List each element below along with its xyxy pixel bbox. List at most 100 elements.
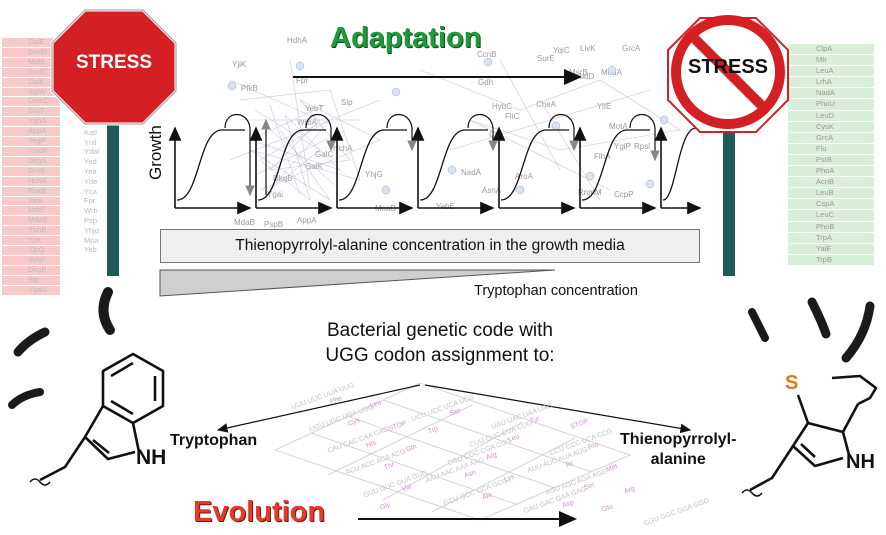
protein-label: LeuC <box>788 210 874 221</box>
no-symbol-icon <box>671 15 785 129</box>
network-nodes <box>227 57 669 195</box>
protein-label: PoxB <box>2 186 60 196</box>
protein-label: YegP <box>2 136 60 146</box>
network-node-label: LivK <box>580 44 596 53</box>
tryptophan-structure <box>29 352 165 486</box>
media-concentration-box: Thienopyrrolyl-alanine concentration in … <box>160 229 700 263</box>
sulfur-atom-label: S <box>785 372 799 394</box>
protein-label: Moa <box>84 235 99 245</box>
codon-cell: Asn <box>463 469 477 480</box>
caption-line-1: Bacterial genetic code with <box>326 320 553 341</box>
growth-axes <box>168 126 702 215</box>
network-node-label: AroA <box>515 172 533 181</box>
codon-cell: Trp <box>427 425 440 436</box>
network-node-label: YgiP <box>614 142 631 151</box>
network-lines <box>229 59 681 201</box>
genetic-code-caption: Bacterial genetic code with UGG codon as… <box>250 318 630 368</box>
transfer-arrows <box>224 113 660 197</box>
codon-cell: Ile <box>565 459 575 470</box>
protein-label: Katl <box>84 127 97 137</box>
protein-label: MdtF <box>2 206 60 216</box>
network-node-label: HybC <box>492 102 513 111</box>
protein-label: CspA <box>788 199 874 210</box>
protein-label: PhoA <box>788 166 874 177</box>
protein-label: GrxB <box>2 166 60 176</box>
codon-cell: UGU UGC UGA UGG <box>308 403 375 434</box>
evolution-title: Evolution <box>193 496 326 528</box>
thieno-line-2: alanine <box>650 451 706 468</box>
protein-label: CysK <box>788 121 874 132</box>
protein-label: Mtr <box>788 55 874 66</box>
codon-cell: CAU CAC CAA CAG <box>326 426 390 455</box>
protein-label: TalA <box>2 196 60 206</box>
protein-label: AppA <box>2 126 60 137</box>
thieno-nh-label: NH <box>846 451 875 473</box>
protein-label: DkgB <box>2 265 60 275</box>
network-node-label: Fpr <box>296 76 308 85</box>
network-node-label: YhjG <box>365 170 383 179</box>
network-node-label: Rpsl <box>634 142 651 151</box>
network-node-label: YebE <box>436 202 455 211</box>
protein-label: LrhA <box>788 77 874 88</box>
codon-cell: UCU UCC UCA UCG <box>410 393 476 424</box>
thieno-line-1: Thienopyrrolyl- <box>620 431 737 448</box>
protein-label: OsmC <box>2 97 60 107</box>
right-sign-pole <box>723 100 735 276</box>
network-node-label: Slp <box>341 98 353 107</box>
protein-label: YaiE <box>788 243 874 254</box>
codon-cell: Val <box>401 483 413 494</box>
thienopyrrolyl-label: Thienopyrrolyl- alanine <box>620 430 736 470</box>
network-node-label: FlhA <box>594 152 611 161</box>
network-node-label: YodD <box>575 72 595 81</box>
codon-cell: His <box>365 439 378 450</box>
protein-label: PstB <box>788 154 874 166</box>
protein-label: Ydal <box>84 147 100 157</box>
network-node-label: PspB <box>264 220 284 229</box>
network-node-label: GalC <box>315 150 334 159</box>
network-node-label: Gdh <box>478 78 494 87</box>
network-node-label: YifE <box>597 102 612 111</box>
protein-label: MdtE <box>2 57 60 67</box>
protein-label: Psp <box>84 215 97 225</box>
protein-label: Wrb <box>84 206 98 216</box>
protein-label: TrpA <box>788 232 874 243</box>
protein-label: GalT <box>2 106 60 117</box>
protein-label: PhoU <box>788 99 874 110</box>
protein-label: ClpA <box>788 44 874 55</box>
protein-label: Yed <box>84 157 97 167</box>
protein-label: HchA <box>2 176 60 186</box>
network-dense-cluster <box>249 104 346 201</box>
protein-label: NadA <box>788 88 874 99</box>
network-node-label: MdaB <box>234 218 255 227</box>
indole-nh-label: NH <box>136 446 167 469</box>
thienopyrrolyl-structure <box>741 374 878 497</box>
protein-label: YgaU <box>2 285 60 295</box>
protein-label: YjiK <box>2 235 60 246</box>
network-node-label: NadA <box>461 168 482 177</box>
protein-label: Ynil <box>84 137 97 147</box>
codon-cell: GCU GCC GCA GCG <box>442 477 509 508</box>
protein-label: Fpr <box>84 196 96 206</box>
network-node-label: GrcA <box>622 44 641 53</box>
tryptophan-gradient-triangle <box>159 269 556 297</box>
protein-label: TrpB <box>788 254 874 265</box>
network-node-label: CcpP <box>614 190 634 199</box>
network-node-label: AsnA <box>482 186 502 195</box>
protein-label: GadC <box>2 67 60 77</box>
codon-cell: UUU UUC UUA UUG <box>290 381 356 412</box>
left-sign-pole <box>107 100 119 276</box>
growth-axis-label: Growth <box>146 125 165 180</box>
protein-label: LeuA <box>788 66 874 77</box>
network-node-label: YqiC <box>553 46 570 55</box>
codon-cell: GUU GUC GUA GUG <box>362 469 429 500</box>
network-node-label: FliC <box>505 112 520 121</box>
network-node-label: YebT <box>305 104 324 113</box>
right-stress-text: STRESS <box>687 56 769 78</box>
codon-cell: Ala <box>481 491 494 502</box>
arrow-to-thienopyrrolyl <box>424 384 692 434</box>
tryptophan-label: Tryptophan <box>170 432 258 449</box>
codon-cell: Thr <box>383 461 396 472</box>
